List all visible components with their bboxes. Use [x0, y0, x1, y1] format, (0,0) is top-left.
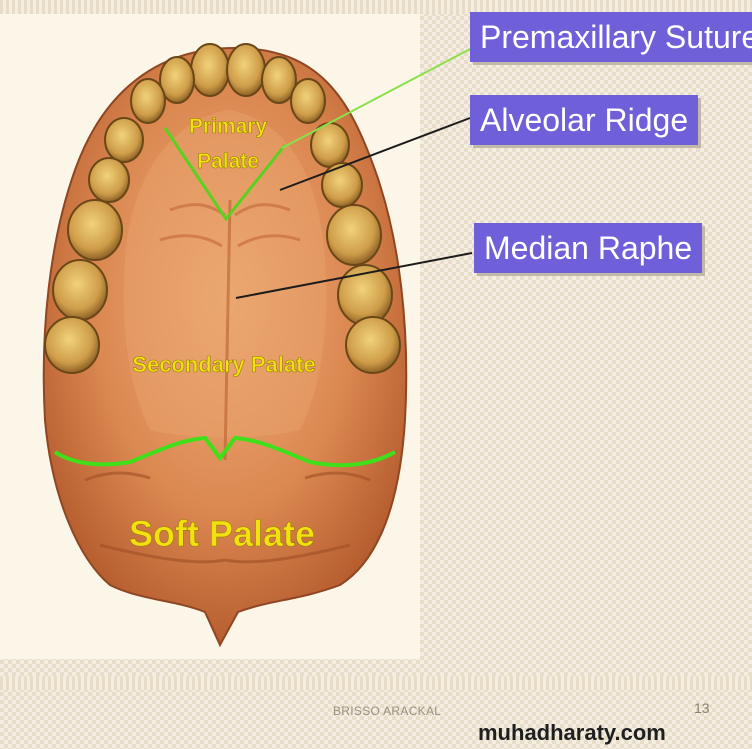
soft-palate-label: Soft Palate: [129, 513, 315, 554]
soft-palate-folds: [84, 471, 371, 564]
tooth: [130, 78, 166, 124]
tooth: [190, 43, 230, 97]
tooth: [44, 316, 100, 374]
slide-page-number: 13: [694, 700, 710, 716]
alveolar-ridge-callout: Alveolar Ridge: [470, 95, 699, 145]
site-watermark: muhadharaty.com: [478, 720, 666, 745]
primary-palate-label-line1: Primary: [189, 115, 268, 138]
teeth: [44, 43, 401, 374]
tooth: [159, 56, 195, 104]
tooth: [290, 78, 326, 124]
tooth: [104, 117, 144, 163]
tooth: [261, 56, 297, 104]
premaxillary-suture-callout: Premaxillary Suture: [470, 12, 752, 62]
tooth: [52, 259, 108, 321]
primary-palate-v-line: [163, 127, 287, 222]
median-raphe-callout: Median Raphe: [474, 223, 703, 273]
vault-shading: [123, 110, 327, 438]
primary-palate-label-line2: Palate: [197, 150, 259, 173]
secondary-palate-label: Secondary Palate: [132, 352, 315, 377]
tooth: [226, 43, 266, 97]
hard-soft-palate-boundary: [53, 435, 396, 468]
bottom-stripe: [0, 676, 752, 690]
alveolar-ridge-leader: [279, 117, 471, 191]
tooth: [321, 162, 363, 208]
median-raphe-leader: [235, 252, 473, 299]
median-raphe-ridge: [223, 199, 232, 461]
tooth: [88, 157, 130, 203]
premaxillary-suture-leader: [281, 47, 473, 149]
tooth: [345, 316, 401, 374]
tooth: [326, 204, 382, 266]
tooth: [67, 199, 123, 261]
footer-author: BRISSO ARACKAL: [333, 704, 442, 718]
top-stripe: [0, 0, 752, 14]
